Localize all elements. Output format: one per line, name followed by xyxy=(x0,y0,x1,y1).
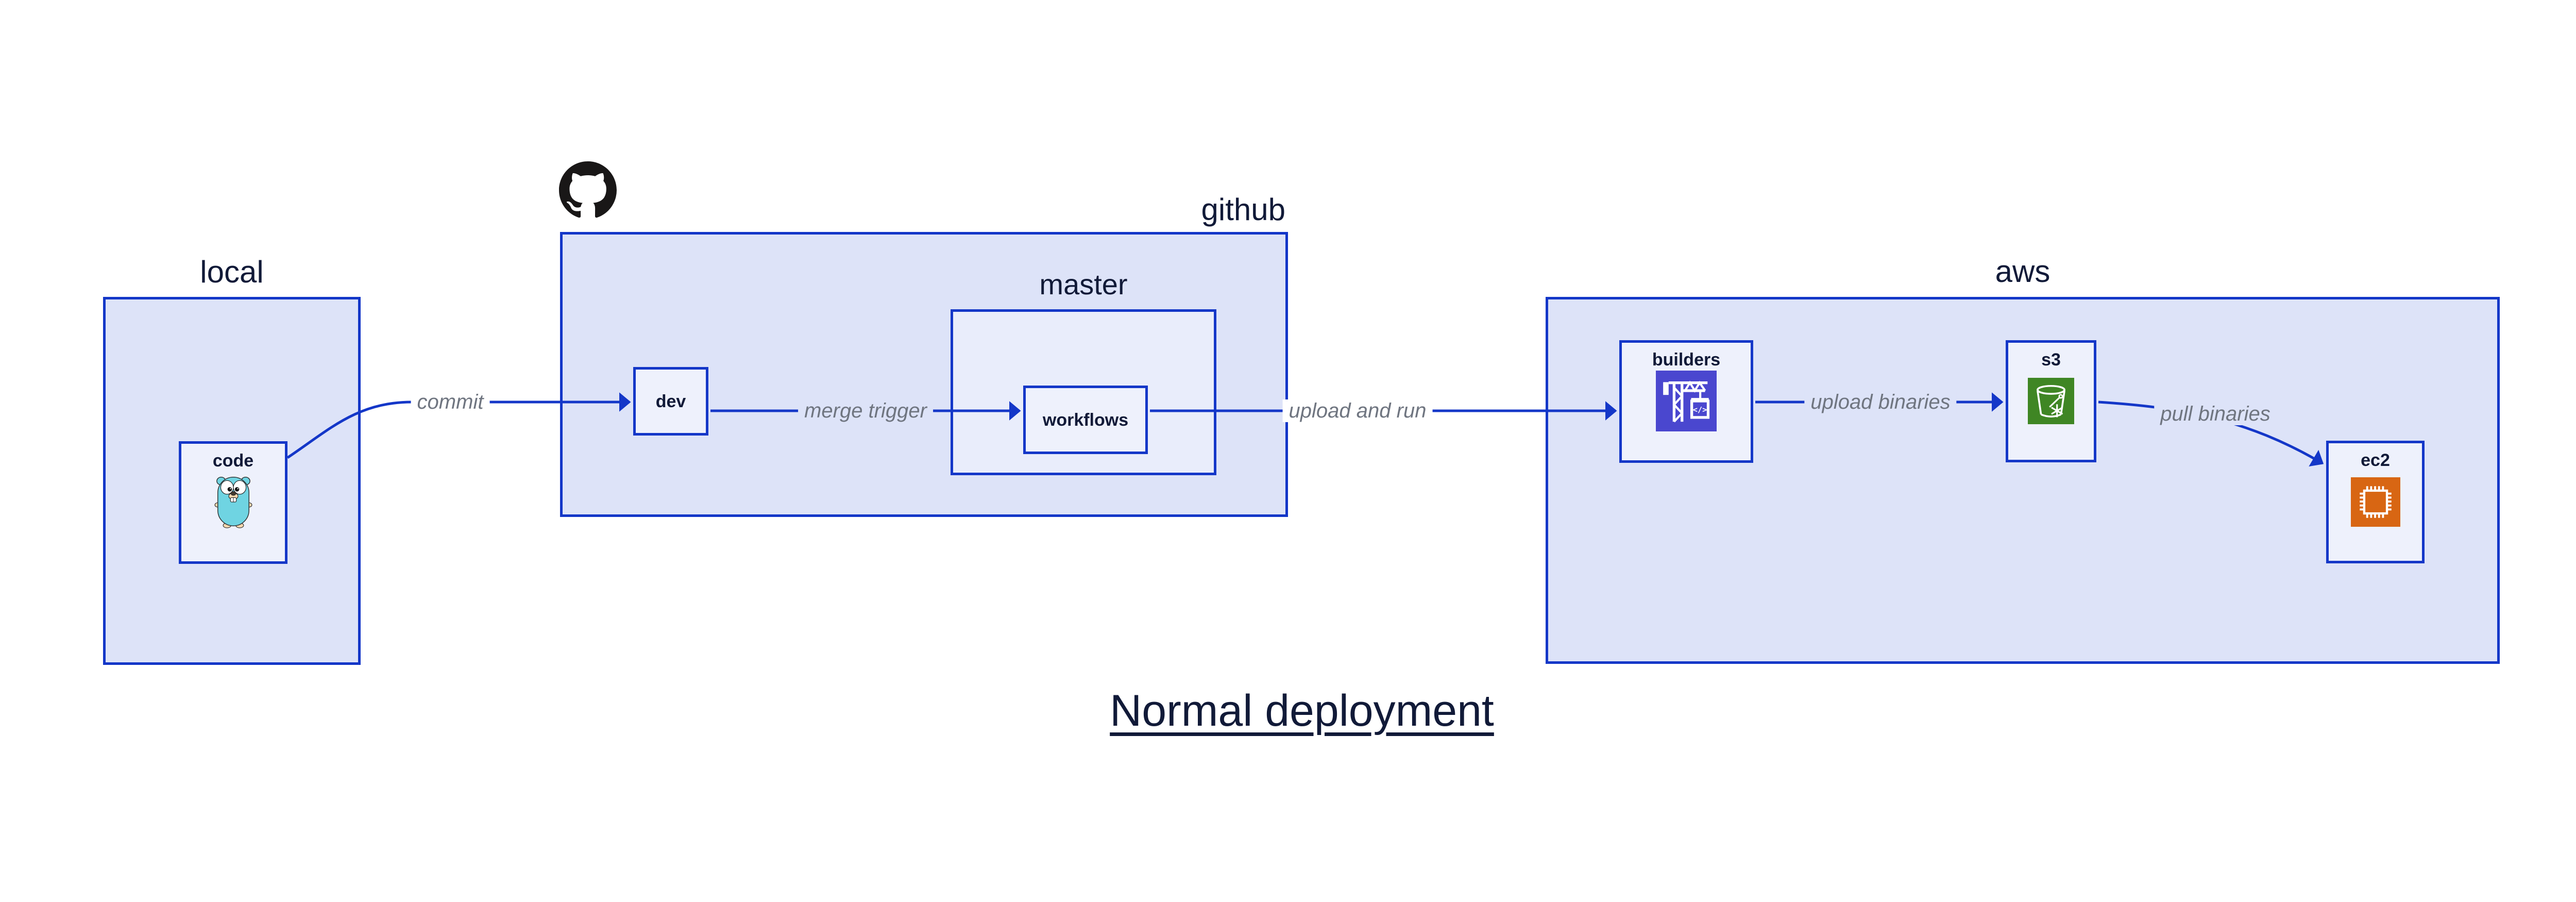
code-node-label: code xyxy=(212,451,254,471)
builders-node: builders </> xyxy=(1619,340,1753,463)
diagram-title: Normal deployment xyxy=(1110,686,1494,736)
ec2-node-label: ec2 xyxy=(2361,450,2390,470)
s3-node: s3 xyxy=(2006,340,2096,462)
svg-text:</>: </> xyxy=(1693,405,1707,414)
ec2-node: ec2 xyxy=(2326,441,2425,563)
edge-label-pull-binaries: pull binaries xyxy=(2154,403,2277,425)
s3-node-label: s3 xyxy=(2041,350,2061,370)
aws-ec2-chip-icon xyxy=(2350,477,2400,527)
edge-label-commit: commit xyxy=(411,391,490,413)
edge-label-merge-trigger: merge trigger xyxy=(798,399,933,422)
aws-container-label: aws xyxy=(1995,254,2050,289)
workflows-node: workflows xyxy=(1023,386,1148,454)
dev-node-label: dev xyxy=(655,391,686,411)
github-octocat-logo-icon xyxy=(559,161,617,218)
go-gopher-icon xyxy=(214,477,252,528)
edge-label-upload-and-run: upload and run xyxy=(1282,399,1433,422)
dev-node: dev xyxy=(633,367,708,436)
local-container-label: local xyxy=(200,255,264,289)
github-container-label: github xyxy=(1201,192,1285,227)
aws-s3-glacier-bucket-icon xyxy=(2028,378,2074,424)
master-container-label: master xyxy=(1039,268,1128,300)
code-node: code xyxy=(179,441,287,564)
aws-codebuild-crane-icon: </> xyxy=(1656,371,1717,431)
workflows-node-label: workflows xyxy=(1042,410,1129,430)
builders-node-label: builders xyxy=(1652,350,1721,370)
edge-label-upload-binaries: upload binaries xyxy=(1804,391,1957,413)
